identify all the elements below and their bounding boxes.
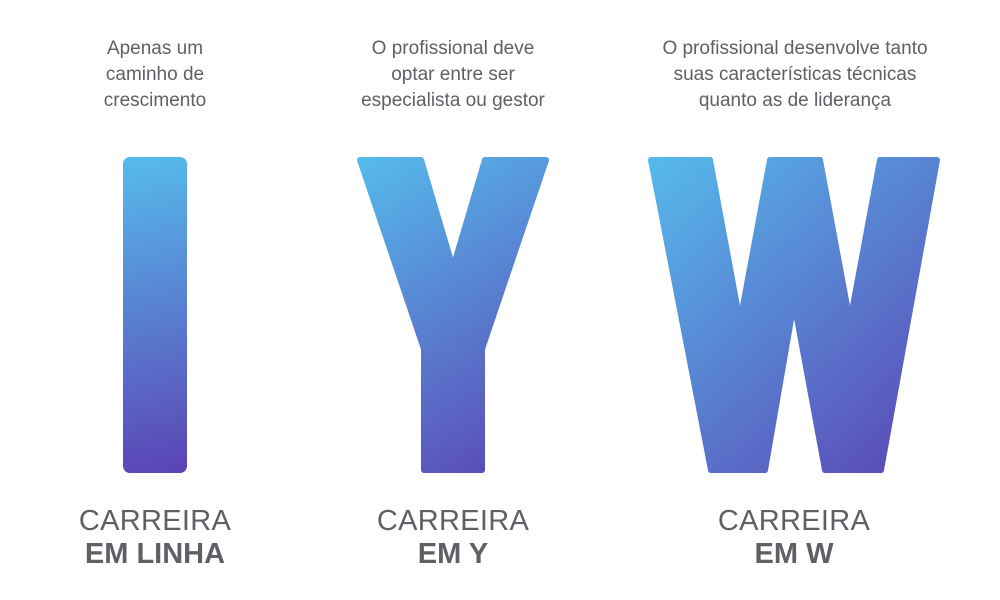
career-i-description: Apenas um caminho de crescimento [103,38,207,111]
letter-w-icon [648,157,940,473]
career-w-description: O profissional desenvolve tanto suas car… [662,38,928,111]
career-y-description: O profissional deve optar entre ser espe… [361,38,545,111]
career-w-caption-bottom: EM W [754,538,834,570]
career-i-caption: CARREIRA EM LINHA [35,505,275,571]
letter-i-icon [123,157,187,473]
career-i-caption-bottom: EM LINHA [84,538,226,570]
career-y-caption-top: CARREIRA [376,505,530,537]
career-w-caption-top: CARREIRA [717,505,871,537]
career-w-caption: CARREIRA EM W [674,505,914,571]
letter-y-icon [357,157,549,473]
career-y-caption-bottom: EM Y [417,538,489,570]
career-i-caption-top: CARREIRA [78,505,232,537]
career-y-caption: CARREIRA EM Y [333,505,573,571]
